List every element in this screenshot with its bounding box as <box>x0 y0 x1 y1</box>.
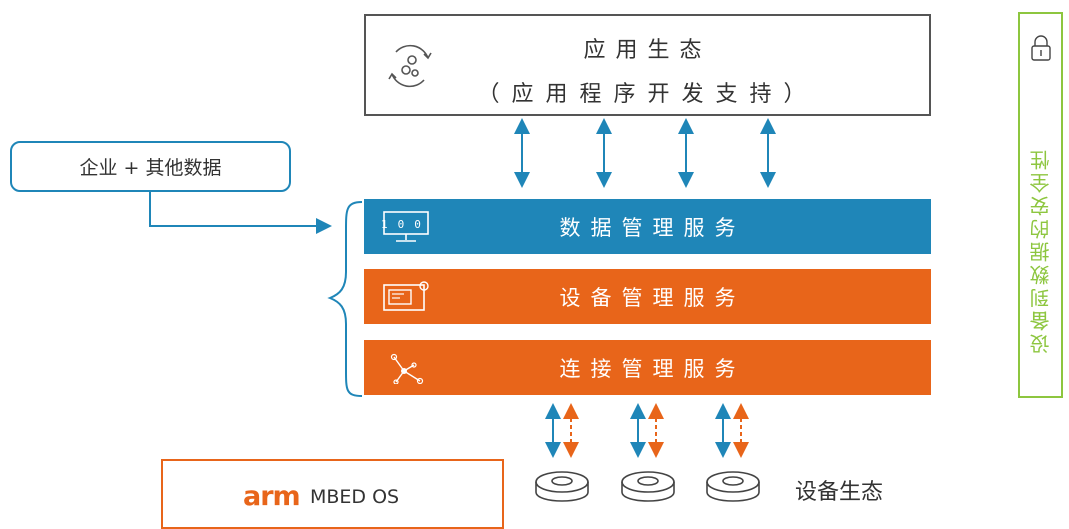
top-arrows <box>514 118 776 188</box>
device-management-bar: 设备管理服务 <box>364 269 931 324</box>
app-ecosystem-subtitle: （应用程序开发支持） <box>477 82 818 107</box>
network-node-icon <box>390 353 424 384</box>
padlock-icon <box>1031 35 1051 61</box>
mbed-os-text: MBED OS <box>310 486 400 508</box>
refresh-cycle-icon <box>388 44 432 88</box>
data-management-label: 数据管理服务 <box>559 215 746 240</box>
device-ecosystem-label: 设备生态 <box>795 480 884 505</box>
svg-text:01001: 01001 <box>382 218 430 231</box>
app-ecosystem-title: 应用生态 <box>583 38 712 63</box>
data-management-bar: 01001 数据管理服务 <box>364 199 931 254</box>
bottom-arrows <box>545 403 749 458</box>
device-icons <box>535 471 760 502</box>
security-box: 设备到数据的安全性 <box>1018 12 1063 398</box>
connectivity-management-label: 连接管理服务 <box>559 356 746 381</box>
device-icon <box>535 471 589 502</box>
arm-logo: arm <box>243 481 301 512</box>
connectivity-management-bar: 连接管理服务 <box>364 340 931 395</box>
app-ecosystem-box: 应用生态 （应用程序开发支持） <box>364 14 931 116</box>
device-management-label: 设备管理服务 <box>559 285 746 310</box>
enterprise-data-box: 企业 + 其他数据 <box>10 141 291 192</box>
binary-monitor-icon: 01001 <box>382 211 430 242</box>
security-label: 设备到数据的安全性 <box>1029 147 1053 355</box>
device-icon <box>706 471 760 502</box>
device-icon <box>621 471 675 502</box>
device-settings-icon <box>383 281 429 311</box>
